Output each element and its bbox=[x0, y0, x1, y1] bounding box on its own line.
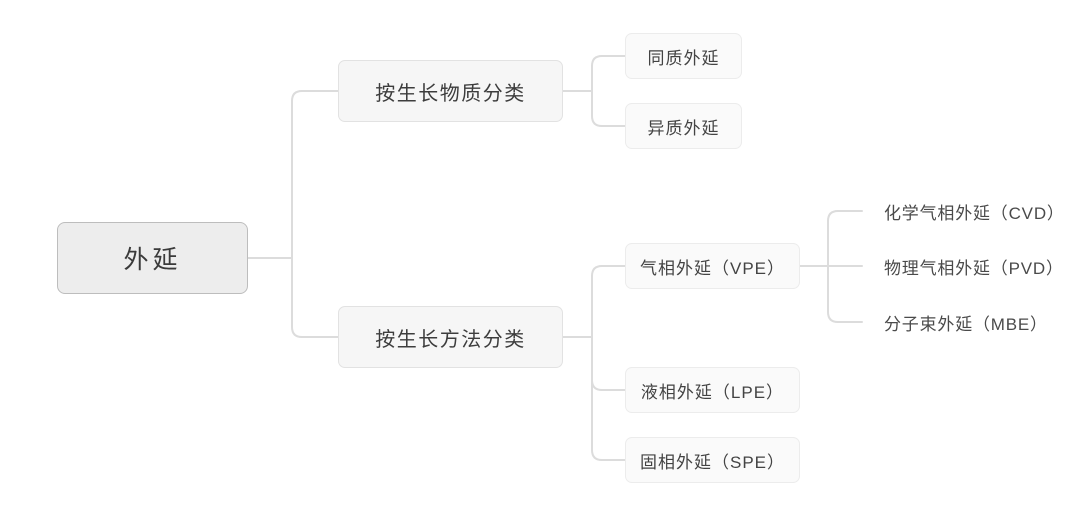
node-solid-phase-epitaxy[interactable]: 固相外延（SPE） bbox=[625, 437, 800, 483]
node-vapor-phase-epitaxy-label: 气相外延（VPE） bbox=[639, 258, 786, 278]
connector-branch-method-to-vpe bbox=[591, 265, 626, 338]
node-root-label: 外延 bbox=[123, 246, 182, 274]
connector-root-to-branch-substance bbox=[291, 90, 339, 259]
connector-vpe-to-mbe bbox=[827, 265, 863, 323]
connector-branch-substance-to-homoepitaxy bbox=[591, 55, 626, 92]
node-homoepitaxy[interactable]: 同质外延 bbox=[625, 33, 742, 79]
node-vapor-phase-epitaxy[interactable]: 气相外延（VPE） bbox=[625, 243, 800, 289]
node-liquid-phase-epitaxy-label: 液相外延（LPE） bbox=[640, 382, 785, 402]
node-molecular-beam-epitaxy-label: 分子束外延（MBE） bbox=[884, 314, 1048, 334]
connector-vpe-to-cvd bbox=[827, 210, 863, 267]
node-solid-phase-epitaxy-label: 固相外延（SPE） bbox=[639, 452, 786, 472]
node-branch-by-method[interactable]: 按生长方法分类 bbox=[338, 306, 563, 368]
node-homoepitaxy-label: 同质外延 bbox=[647, 48, 720, 68]
connector-branch-method-to-lpe bbox=[591, 336, 626, 391]
node-branch-by-substance-label: 按生长物质分类 bbox=[375, 82, 526, 105]
node-branch-by-method-label: 按生长方法分类 bbox=[375, 328, 526, 351]
node-physical-vapor-deposition-label: 物理气相外延（PVD） bbox=[884, 258, 1064, 278]
node-heteroepitaxy[interactable]: 异质外延 bbox=[625, 103, 742, 149]
connector-root-to-branch-method bbox=[291, 257, 339, 338]
node-chemical-vapor-deposition-label: 化学气相外延（CVD） bbox=[884, 203, 1065, 223]
node-physical-vapor-deposition[interactable]: 物理气相外延（PVD） bbox=[884, 248, 1064, 284]
node-molecular-beam-epitaxy[interactable]: 分子束外延（MBE） bbox=[884, 304, 1064, 340]
node-chemical-vapor-deposition[interactable]: 化学气相外延（CVD） bbox=[884, 193, 1064, 229]
connector-branch-substance-to-heteroepitaxy bbox=[591, 90, 626, 127]
node-heteroepitaxy-label: 异质外延 bbox=[647, 118, 720, 138]
node-root-epitaxy[interactable]: 外延 bbox=[57, 222, 248, 294]
connector-branch-method-to-spe bbox=[591, 336, 626, 461]
node-branch-by-substance[interactable]: 按生长物质分类 bbox=[338, 60, 563, 122]
node-liquid-phase-epitaxy[interactable]: 液相外延（LPE） bbox=[625, 367, 800, 413]
